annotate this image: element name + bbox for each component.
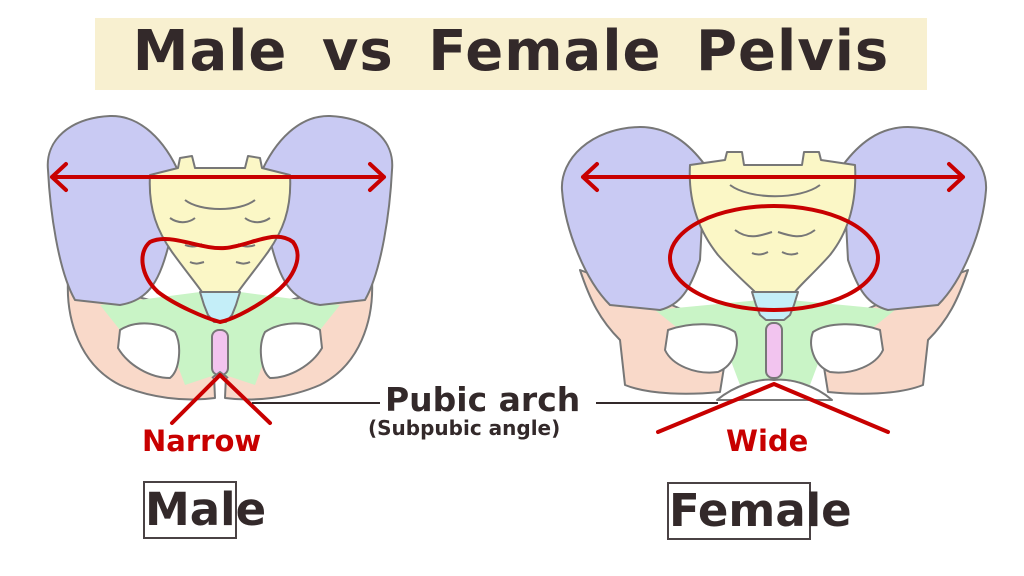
female-obturator-right <box>810 323 884 374</box>
wide-label: Wide <box>726 424 809 458</box>
pubic-arch-label: Pubic arch <box>385 380 581 419</box>
male-pelvis-diagram <box>46 114 394 401</box>
page-title: Male vs Female Pelvis <box>132 19 890 84</box>
subpubic-angle-label: (Subpubic angle) <box>368 416 561 440</box>
male-pelvic-inlet-outline <box>140 234 300 324</box>
male-annotations <box>50 162 386 425</box>
female-obturator-left <box>664 323 738 374</box>
title-banner <box>95 18 927 90</box>
female-annotations <box>581 162 965 434</box>
male-subpubic-angle <box>170 373 272 425</box>
female-label-box: Female <box>667 482 852 540</box>
narrow-label: Narrow <box>142 424 262 458</box>
female-subpubic-angle <box>656 382 890 434</box>
female-sacrum <box>688 151 857 293</box>
female-pelvis-diagram <box>560 126 988 401</box>
male-width-arrow <box>50 162 386 192</box>
male-obturator-left <box>117 322 181 379</box>
female-width-arrow <box>581 162 965 192</box>
female-pubic-symphysis <box>765 322 783 379</box>
male-obturator-right <box>259 322 323 379</box>
male-pubic-symphysis <box>211 329 229 376</box>
female-pelvic-inlet-outline <box>668 204 880 312</box>
male-label-box: Male <box>143 481 266 539</box>
